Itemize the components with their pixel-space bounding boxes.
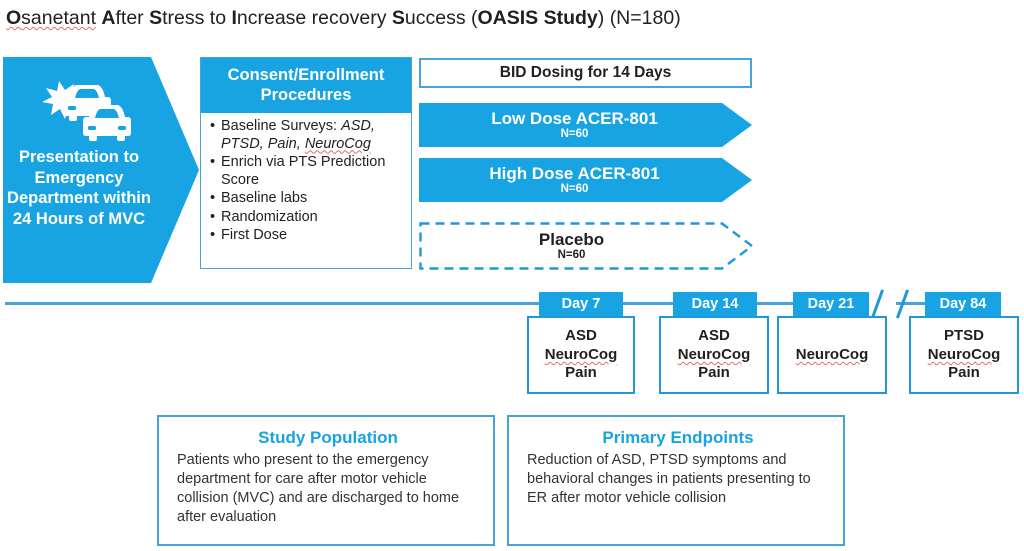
bullet-dot-icon: • bbox=[210, 118, 216, 134]
timeline-axis-right bbox=[896, 302, 944, 305]
title-segment: I bbox=[231, 7, 237, 29]
assessment-item: Pain bbox=[565, 364, 597, 382]
study-population-heading: Study Population bbox=[258, 428, 398, 447]
bullet-dot-icon: • bbox=[210, 190, 216, 206]
timeline-day-tab: Day 7 bbox=[539, 292, 623, 316]
title-segment: S bbox=[391, 7, 405, 29]
assessment-item: ASD bbox=[565, 327, 597, 345]
assessment-item: PTSD bbox=[943, 327, 984, 345]
title-segment: OASIS Study bbox=[477, 7, 598, 29]
page-title: Osanetant After Stress to Increase recov… bbox=[6, 4, 1016, 32]
assessment-item: NeuroCog bbox=[677, 345, 751, 363]
primary-endpoints-heading: Primary Endpoints bbox=[602, 428, 754, 447]
study-population-box: Study Population Patients who present to… bbox=[157, 415, 495, 546]
title-segment: O bbox=[6, 7, 22, 29]
arm-high-dose: High Dose ACER-801 N=60 bbox=[419, 158, 752, 202]
timeline-day-tab: Day 14 bbox=[673, 292, 757, 316]
consent-bullet-text: Baseline labs bbox=[221, 190, 308, 206]
arm-low-dose-n: N=60 bbox=[560, 128, 589, 140]
assessment-item: Pain bbox=[948, 364, 980, 382]
title-segment: S bbox=[149, 7, 163, 29]
timeline-day-tab: Day 84 bbox=[925, 292, 1001, 316]
arm-high-dose-label: High Dose ACER-801 bbox=[489, 164, 660, 183]
title-segment: A bbox=[101, 7, 116, 29]
dosing-banner: BID Dosing for 14 Days bbox=[419, 58, 752, 88]
primary-endpoints-box: Primary Endpoints Reduction of ASD, PTSD… bbox=[507, 415, 845, 546]
consent-bullet: • First Dose bbox=[210, 227, 405, 245]
arm-placebo-label: Placebo bbox=[538, 230, 605, 249]
timeline-day-tab: Day 21 bbox=[793, 292, 869, 316]
consent-bullet: • Baseline Surveys: ASD, PTSD, Pain, Neur… bbox=[210, 118, 405, 153]
arm-placebo-n: N=60 bbox=[557, 249, 586, 261]
title-segment: ncrease recovery bbox=[236, 7, 392, 29]
bullet-dot-icon: • bbox=[210, 208, 216, 225]
bullet-dot-icon: • bbox=[210, 154, 216, 170]
title-segment: ) (N=180) bbox=[597, 7, 681, 29]
title-segment: tress to bbox=[162, 7, 232, 29]
consent-bullet-text: Randomization bbox=[221, 208, 318, 225]
primary-endpoints-text: Reduction of ASD, PTSD symptoms and beha… bbox=[527, 452, 811, 506]
arm-high-dose-n: N=60 bbox=[560, 183, 589, 195]
assessment-item: Pain bbox=[698, 364, 730, 382]
arm-low-dose: Low Dose ACER-801 N=60 bbox=[419, 103, 752, 147]
consent-enrollment-box: Consent/Enrollment Procedures • Baseline … bbox=[200, 57, 412, 269]
study-population-text: Patients who present to the emergency de… bbox=[177, 452, 460, 525]
title-segment: fter bbox=[115, 7, 150, 29]
consent-bullet-text: First Dose bbox=[221, 227, 288, 243]
arm-placebo: Placebo N=60 bbox=[419, 222, 754, 270]
bullet-dot-icon: • bbox=[210, 227, 216, 243]
axis-break-mark-icon bbox=[870, 289, 885, 319]
timeline-axis-left bbox=[5, 302, 867, 305]
consent-bullet: • Baseline labs bbox=[210, 190, 405, 208]
consent-bullet: • Randomization bbox=[210, 209, 405, 227]
assessment-item: NeuroCog bbox=[927, 345, 1001, 363]
car-collision-icon bbox=[37, 73, 133, 143]
title-segment: ( bbox=[471, 7, 478, 29]
title-segment: sanetant bbox=[21, 7, 96, 29]
consent-heading: Consent/Enrollment Procedures bbox=[201, 58, 411, 113]
entry-chevron: Presentation to Emergency Department wit… bbox=[3, 57, 199, 283]
assessment-item: NeuroCog bbox=[544, 345, 618, 363]
consent-bullet-text: Enrich via PTS Prediction Score bbox=[221, 154, 386, 188]
assessment-item: ASD bbox=[698, 327, 730, 345]
entry-label: Presentation to Emergency Department wit… bbox=[7, 148, 151, 228]
consent-bullet: • Enrich via PTS Prediction Score bbox=[210, 154, 405, 189]
arm-low-dose-label: Low Dose ACER-801 bbox=[491, 109, 658, 128]
consent-bullet-list: • Baseline Surveys: ASD, PTSD, Pain, Neur… bbox=[201, 113, 411, 245]
consent-bullet-text: Baseline Surveys: ASD, PTSD, Pain, Neuro… bbox=[221, 118, 375, 152]
title-segment: uccess bbox=[404, 7, 471, 29]
timeline-assessment-box: NeuroCog bbox=[777, 316, 887, 394]
assessment-item: NeuroCog bbox=[795, 345, 869, 363]
